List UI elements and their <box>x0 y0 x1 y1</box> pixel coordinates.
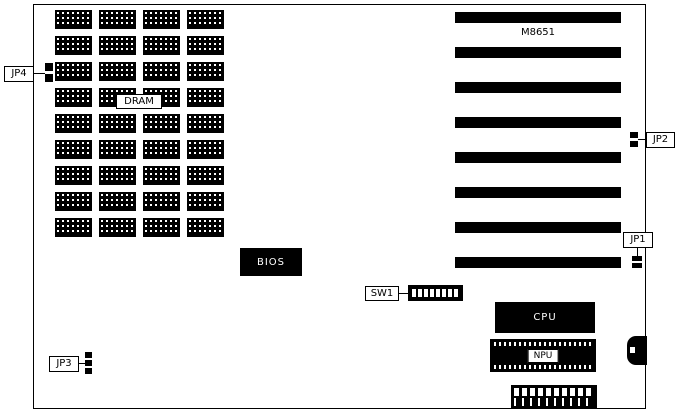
dram-chip <box>55 218 92 237</box>
dram-bank-4 <box>187 10 224 237</box>
jumper-jp3 <box>85 352 92 358</box>
dram-chip <box>187 192 224 211</box>
dram-chip <box>55 36 92 55</box>
cpu-chip: CPU <box>495 302 595 333</box>
dram-chip <box>99 140 136 159</box>
expansion-slot-1 <box>455 12 621 23</box>
jp3-leader-line <box>79 363 85 364</box>
keyboard-connector-notch <box>630 347 635 353</box>
dram-bank-1 <box>55 10 92 237</box>
expansion-slot-4 <box>455 117 621 128</box>
cpu-label: CPU <box>533 312 557 323</box>
expansion-slot-2 <box>455 47 621 58</box>
jumper-jp3 <box>85 368 92 374</box>
dram-chip <box>55 62 92 81</box>
power-connector-teeth <box>514 398 594 406</box>
dram-chip <box>55 140 92 159</box>
jumper-jp4 <box>45 63 53 71</box>
dram-chip <box>99 10 136 29</box>
dram-chip <box>55 88 92 107</box>
dip-switch-sw1 <box>408 285 463 301</box>
expansion-slot-6 <box>455 187 621 198</box>
dram-chip <box>143 140 180 159</box>
dram-chip <box>55 114 92 133</box>
dram-chip <box>55 166 92 185</box>
dram-chip <box>55 10 92 29</box>
expansion-slot-7 <box>455 222 621 233</box>
dram-label: DRAM <box>116 94 162 109</box>
dram-chip <box>55 192 92 211</box>
dram-chip <box>187 88 224 107</box>
sw1-leader-line <box>399 293 408 294</box>
dip-switch-positions <box>412 289 459 297</box>
power-connector <box>511 385 597 408</box>
expansion-slot-5 <box>455 152 621 163</box>
npu-socket: NPU <box>490 339 596 372</box>
dram-chip <box>187 62 224 81</box>
bios-label: BIOS <box>256 256 286 268</box>
dram-chip <box>187 10 224 29</box>
dram-chip <box>187 114 224 133</box>
keyboard-connector <box>627 336 647 365</box>
dram-chip <box>187 140 224 159</box>
jumper-label-jp1: JP1 <box>623 232 653 248</box>
dram-chip <box>187 166 224 185</box>
jumper-jp2 <box>630 141 638 147</box>
jumper-jp2 <box>630 132 638 138</box>
jumper-jp1 <box>632 263 642 268</box>
npu-label: NPU <box>527 348 559 363</box>
jp4-leader-line <box>34 73 45 74</box>
dram-chip <box>99 62 136 81</box>
dram-chip <box>99 114 136 133</box>
dram-chip <box>143 10 180 29</box>
dram-chip <box>99 166 136 185</box>
dram-chip <box>187 218 224 237</box>
expansion-slot-3 <box>455 82 621 93</box>
dram-chip <box>143 192 180 211</box>
dram-chip <box>143 114 180 133</box>
dram-chip <box>143 62 180 81</box>
jumper-label-jp4: JP4 <box>4 66 34 82</box>
jumper-label-jp2: JP2 <box>646 132 675 148</box>
dram-chip <box>99 36 136 55</box>
jumper-jp1 <box>632 256 642 261</box>
dram-chip <box>99 192 136 211</box>
power-connector-pins <box>514 388 594 396</box>
expansion-slot-8 <box>455 257 621 268</box>
jp1-leader-line <box>637 248 638 256</box>
dram-chip <box>187 36 224 55</box>
dram-chip <box>143 218 180 237</box>
dip-switch-label-sw1: SW1 <box>365 286 399 301</box>
bios-chip: BIOS <box>240 248 302 276</box>
jp2-leader-line <box>638 139 646 140</box>
dram-chip <box>143 166 180 185</box>
jumper-label-jp3: JP3 <box>49 356 79 372</box>
jumper-jp4 <box>45 74 53 82</box>
dram-bank-3 <box>143 10 180 237</box>
board-model-label: M8651 <box>520 27 556 38</box>
dram-bank-2 <box>99 10 136 237</box>
dram-chip <box>99 218 136 237</box>
dram-chip <box>143 36 180 55</box>
jumper-jp3 <box>85 360 92 366</box>
